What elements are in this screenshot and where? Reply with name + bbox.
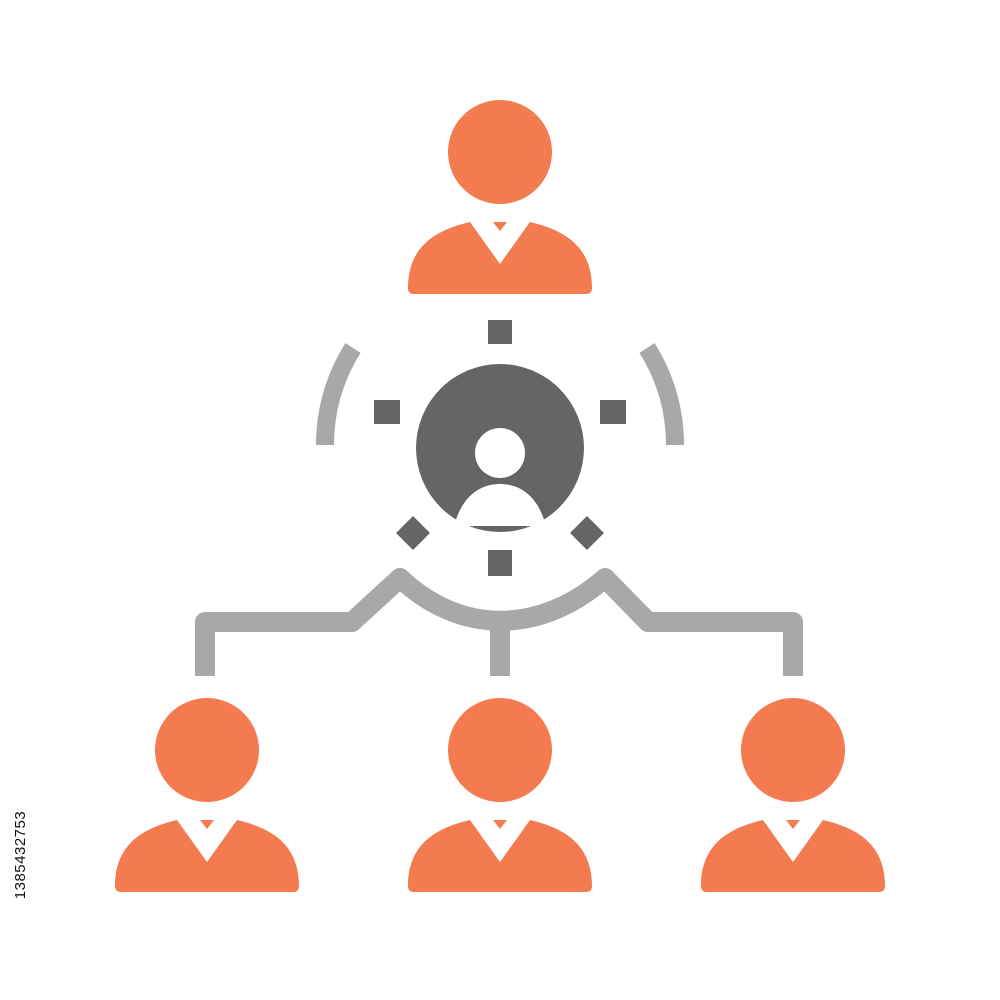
team-member-icon (408, 698, 592, 892)
manager-person-icon (408, 100, 592, 294)
team-member-icon (701, 698, 885, 892)
hub-dot-lower-left (396, 516, 430, 550)
connector-lines (195, 343, 803, 676)
hub-shoulder-hole (454, 484, 546, 526)
left-arc (315, 343, 361, 446)
hub-dot-bottom (488, 550, 512, 576)
team-hub-icon (374, 320, 626, 576)
hub-dot-left (374, 400, 400, 424)
hub-dot-top (488, 320, 512, 344)
stock-id-label: 1385432753 (11, 810, 29, 900)
team-member-icon (115, 698, 299, 892)
connector-branch-path (195, 568, 803, 676)
hub-dot-lower-right (570, 516, 604, 550)
right-arc (639, 343, 685, 446)
hub-dot-right (600, 400, 626, 424)
hub-head-hole (475, 428, 525, 478)
